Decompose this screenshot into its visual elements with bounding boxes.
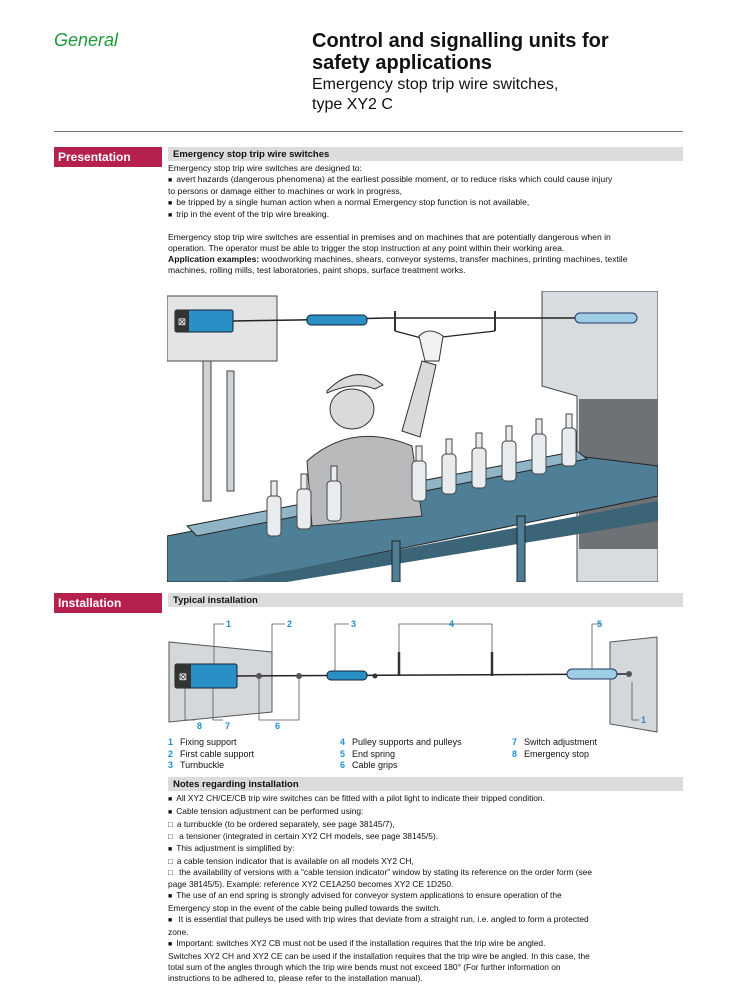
intro-text: Emergency stop trip wire switches are de… <box>168 163 362 173</box>
note-line: instructions to be adhered to, please re… <box>168 972 423 983</box>
conveyor-illustration: ⊠ <box>167 291 658 582</box>
note-line: a cable tension indicator that is availa… <box>168 856 683 868</box>
callout-2: 2 <box>287 619 292 629</box>
note-line: total sum of the angles through which th… <box>168 961 561 972</box>
note-line: Cable tension adjustment can be performe… <box>168 806 683 819</box>
app-text-1: woodworking machines, shears, conveyor s… <box>259 254 628 264</box>
installation-heading: Typical installation <box>168 593 683 607</box>
note-line: zone. <box>168 926 189 937</box>
bullet-1: avert hazards (dangerous phenomena) at t… <box>168 174 683 186</box>
callout-4: 4 <box>449 619 454 629</box>
header-rule <box>54 131 683 132</box>
page-subtitle-line2: type XY2 C <box>312 96 393 113</box>
note-line: the availability of versions with a “cab… <box>168 867 683 879</box>
app-text-2: machines, rolling mills, test laboratori… <box>168 265 466 275</box>
app-examples: Application examples: woodworking machin… <box>168 254 683 265</box>
page-title-line1: Control and signalling units for <box>312 30 609 52</box>
callout-3: 3 <box>351 619 356 629</box>
bullet-3: trip in the event of the trip wire break… <box>168 209 683 221</box>
note-line: This adjustment is simplified by: <box>168 843 683 856</box>
app-label: Application examples: <box>168 254 260 264</box>
note-line: All XY2 CH/CE/CB trip wire switches can … <box>168 793 683 806</box>
callout-1-top: 1 <box>226 619 231 629</box>
notes-text: All XY2 CH/CE/CB trip wire switches can … <box>168 793 683 984</box>
page-subtitle-line1: Emergency stop trip wire switches, <box>312 76 559 93</box>
bullet-2: be tripped by a single human action when… <box>168 197 683 209</box>
note-line: a turnbuckle (to be ordered separately, … <box>168 819 683 831</box>
para-2: operation. The operator must be able to … <box>168 243 565 253</box>
callout-6: 6 <box>275 721 280 731</box>
section-label: General <box>54 30 119 50</box>
presentation-tab: Presentation <box>54 147 162 167</box>
installation-diagram: ⊠ 1 2 3 4 5 8 7 6 1 <box>168 619 658 733</box>
notes-heading: Notes regarding installation <box>168 777 683 791</box>
note-line: Switches XY2 CH and XY2 CE can be used i… <box>168 950 590 961</box>
note-line: The use of an end spring is strongly adv… <box>168 890 683 903</box>
callout-5: 5 <box>597 619 602 629</box>
note-line: It is essential that pulleys be used wit… <box>168 914 683 927</box>
para-1: Emergency stop trip wire switches are es… <box>168 232 611 242</box>
presentation-heading: Emergency stop trip wire switches <box>168 147 683 161</box>
callout-8: 8 <box>197 721 202 731</box>
callout-7: 7 <box>225 721 230 731</box>
bullet-1-cont: to persons or damage either to machines … <box>168 186 403 196</box>
presentation-text: Emergency stop trip wire switches are de… <box>168 163 683 276</box>
note-line: a tensioner (integrated in certain XY2 C… <box>168 831 683 843</box>
installation-tab: Installation <box>54 593 162 613</box>
callout-1-bottom: 1 <box>641 715 646 725</box>
page-title-line2: safety applications <box>312 52 493 74</box>
page-title-block: Control and signalling units for safety … <box>312 30 712 114</box>
svg-text:⊠: ⊠ <box>178 317 186 328</box>
note-line: page 38145/5). Example: reference XY2 CE… <box>168 879 454 890</box>
svg-text:⊠: ⊠ <box>179 672 187 683</box>
note-line: Emergency stop in the event of the cable… <box>168 903 441 914</box>
note-line: Important: switches XY2 CB must not be u… <box>168 938 683 951</box>
